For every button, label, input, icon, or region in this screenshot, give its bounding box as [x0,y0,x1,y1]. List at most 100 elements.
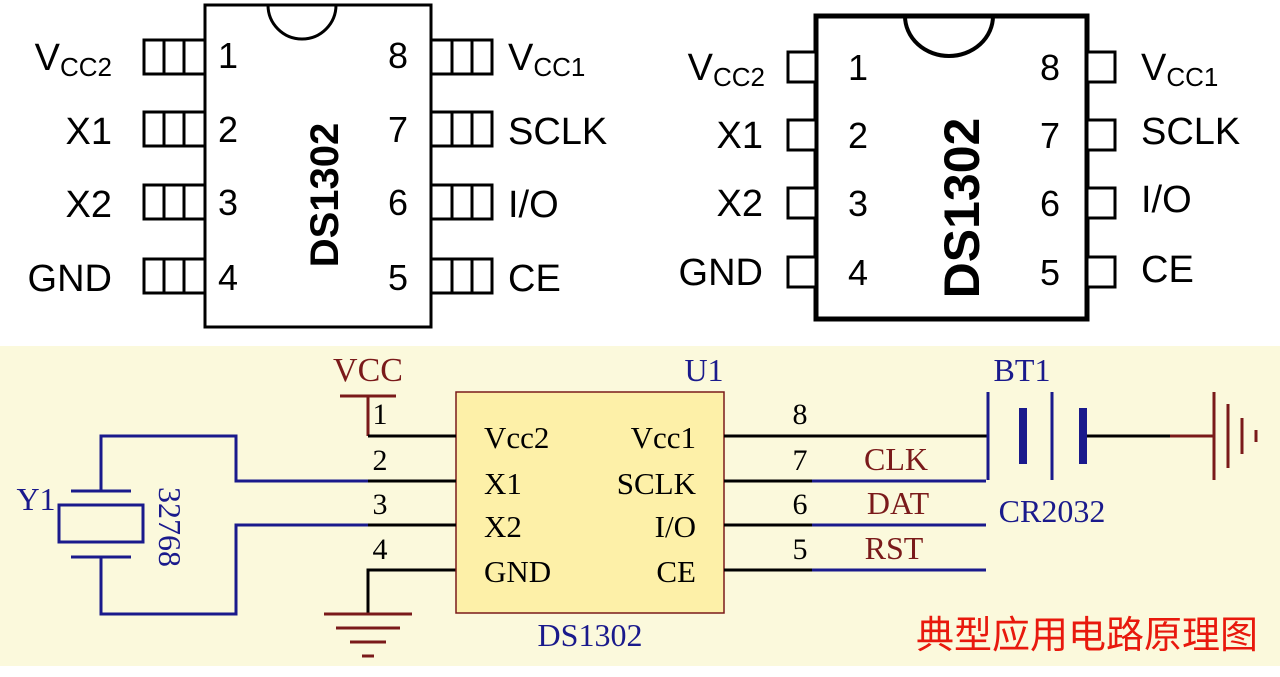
pin-lead [786,118,818,152]
battery-bt1: BT1 CR2032 [986,352,1170,529]
pin-number: 1 [848,47,868,88]
pin-label: X2 [66,184,112,226]
u1-pin-num-1: 1 [373,398,388,431]
pin-lead [1085,186,1117,220]
u1-part: DS1302 [538,617,643,653]
u1-pin-num-8: 8 [793,398,808,431]
u1-pin-label-x2: X2 [484,509,522,544]
pin-lead [429,257,494,295]
u1-pin-label-x1: X1 [484,466,522,501]
pin-label-sub: CC2 [60,52,112,82]
pin-label: VCC1 [1141,47,1218,92]
pin-number: 4 [218,257,238,298]
pin-number: 1 [218,35,238,76]
crystal-value: 32768 [152,487,188,567]
pin-lead [786,255,818,289]
pin-label: X2 [717,183,763,225]
pin-number: 2 [848,115,868,156]
crystal-ref: Y1 [16,481,55,517]
pin-lead [1085,118,1117,152]
pin-lead [1085,50,1117,84]
pin-label-main: V [35,37,61,79]
pin-label: X1 [717,115,763,157]
pin-label: VCC2 [688,47,765,92]
u1-body [455,391,725,614]
crystal-y1: Y1 32768 [16,434,368,616]
pin-label-main: V [508,37,534,79]
pin-label: CE [1141,249,1194,291]
pin-number: 8 [388,35,408,76]
pin-right-5-right: 5 CE [1040,249,1194,293]
pin-lead [142,38,207,76]
u1-pin-label-gnd: GND [484,554,551,589]
pin-left-2-left: 2 X1 [66,109,239,153]
chip-diagram-left: DS1302 1 VCC2 2 X1 3 X2 4 G [28,3,607,329]
pin-label-sub: CC1 [533,52,585,82]
net-label-clk: CLK [864,441,928,477]
pin-right-6-left: 6 I/O [388,182,559,226]
chip-diagram-right: DS1302 1 VCC2 2 X1 3 X2 4 GND 8 VCC1 [679,13,1240,322]
pin-number: 5 [1040,252,1060,293]
pin-number: 4 [848,252,868,293]
pin-label-sub: CC1 [1166,62,1218,92]
pin-right-5-left: 5 CE [388,257,561,300]
pin-label: SCLK [1141,111,1240,153]
vcc-symbol: VCC [333,352,403,436]
pin-lead [429,183,494,221]
pin-label-main: V [1141,47,1167,89]
pin-lead [1085,255,1117,289]
pin-number: 6 [1040,183,1060,224]
u1-chip: U1 DS1302 Vcc2 X1 X2 GND Vcc1 SCLK I/O C… [455,352,725,653]
schematic-panel: VCC U1 DS1302 Vcc2 X1 X2 GND Vcc1 SCLK I… [0,346,1280,666]
schematic-caption: 典型应用电路原理图 [916,615,1258,657]
pin-right-8-right: 8 VCC1 [1040,47,1218,92]
pin-number: 2 [218,109,238,150]
pin-number: 7 [388,109,408,150]
chip-body-right [813,13,1090,322]
pin-number: 6 [388,182,408,223]
pin-lead [786,50,818,84]
u1-pin-num-7: 7 [793,444,808,477]
pin-right-7-right: 7 SCLK [1040,111,1240,156]
u1-pin-label-vcc2: Vcc2 [484,420,549,455]
pin-lead [142,110,207,148]
pin-left-2-right: 2 X1 [717,115,869,157]
pin-label-main: V [688,47,714,89]
pin-label: VCC1 [508,37,585,82]
pin-label: I/O [508,184,559,226]
u1-pin-label-io: I/O [655,509,696,544]
pin-label: I/O [1141,179,1192,221]
pin-number: 8 [1040,47,1060,88]
chip-name-left: DS1302 [303,123,347,268]
battery-ref: BT1 [994,352,1051,388]
pin-label: GND [28,258,112,300]
pin-label: SCLK [508,111,607,153]
pin-number: 7 [1040,115,1060,156]
u1-pin-num-3: 3 [373,488,388,521]
u1-pin-num-6: 6 [793,488,808,521]
pin-label: VCC2 [35,37,112,82]
net-wires-right: CLK DAT RST [812,434,988,572]
u1-pin-num-2: 2 [373,444,388,477]
battery-value: CR2032 [999,493,1106,529]
crystal-body [57,503,145,544]
u1-right-pins: 8 7 6 5 [724,398,812,572]
u1-pin-label-vcc1: Vcc1 [631,420,696,455]
ground-symbol-right [1170,392,1258,480]
pin-label: CE [508,258,561,300]
chip-body-left [203,3,433,329]
pin-lead [142,257,207,295]
pin-lead [429,110,494,148]
pin-right-7-left: 7 SCLK [388,109,607,153]
pin-lead [429,38,494,76]
pin-left-4-right: 4 GND [679,252,868,294]
u1-pin-num-4: 4 [373,533,388,566]
pin-number: 5 [388,257,408,298]
chip-notch-right [903,15,995,58]
pin-label: X1 [66,111,112,153]
ground-symbol-left [324,568,456,658]
pin-left-1-left: 1 VCC2 [35,35,238,82]
net-label-rst: RST [865,530,924,566]
chip-notch-left [266,4,338,41]
